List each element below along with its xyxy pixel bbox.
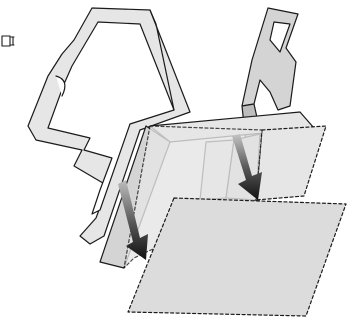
small-bracket-icon <box>2 36 14 46</box>
